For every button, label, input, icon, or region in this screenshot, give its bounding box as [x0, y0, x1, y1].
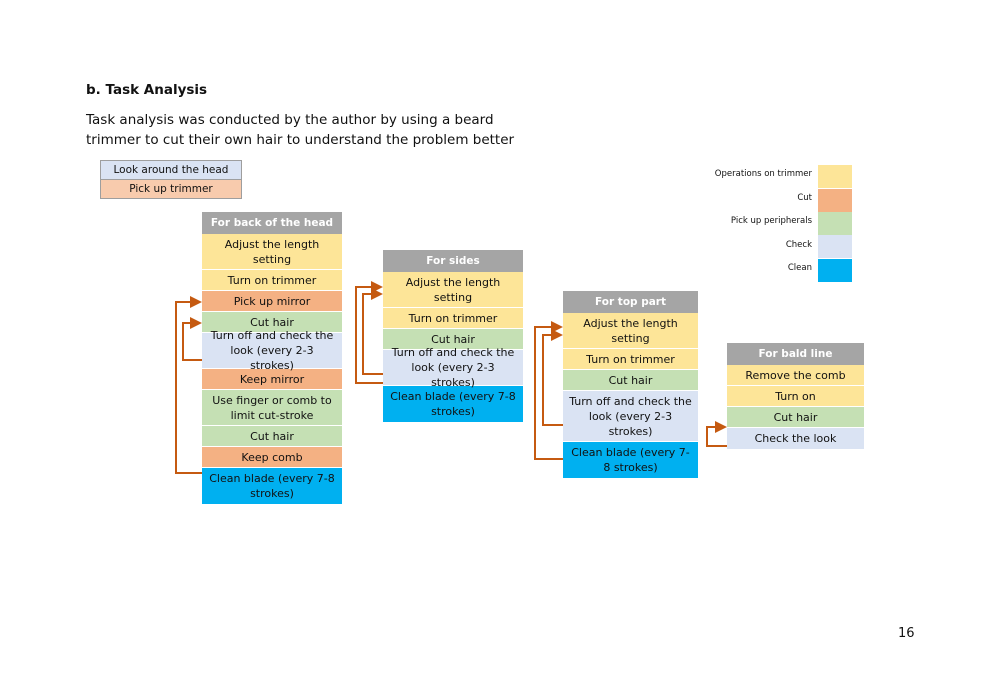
step-cell: Remove the comb: [727, 365, 864, 386]
step-cell: Adjust the length setting: [202, 234, 342, 270]
column-top-part: For top part Adjust the length setting T…: [563, 291, 698, 478]
step-cell: Check the look: [727, 428, 864, 449]
step-cell: Turn off and check the look (every 2-3 s…: [563, 391, 698, 442]
step-cell: Turn on trimmer: [202, 270, 342, 291]
pre-step-look-around: Look around the head: [101, 161, 241, 180]
section-heading: b. Task Analysis: [86, 82, 208, 98]
step-cell: Turn off and check the look (every 2-3 s…: [383, 346, 523, 389]
column-bald-line: For bald line Remove the comb Turn on Cu…: [727, 343, 864, 449]
loop-arrow: [706, 421, 727, 447]
column-title: For bald line: [727, 343, 864, 365]
step-cell: Turn on: [727, 386, 864, 407]
loop-arrow: [175, 296, 202, 474]
step-cell: Turn on trimmer: [563, 349, 698, 370]
step-cell: Clean blade (every 7-8 strokes): [202, 468, 342, 504]
step-cell: Cut hair: [383, 329, 523, 350]
legend-swatch: [818, 259, 852, 282]
step-cell: Turn on trimmer: [383, 308, 523, 329]
step-cell: Clean blade (every 7-8 strokes): [383, 386, 523, 422]
legend-label: Pick up peripherals: [730, 216, 812, 226]
step-cell: Use finger or comb to limit cut-stroke: [202, 390, 342, 426]
legend-swatch: [818, 165, 852, 188]
step-cell: Cut hair: [202, 312, 342, 333]
loop-arrow: [182, 317, 202, 361]
column-sides: For sides Adjust the length setting Turn…: [383, 250, 523, 422]
legend-label: Cut: [797, 193, 812, 203]
legend-swatch: [818, 189, 852, 212]
step-cell: Cut hair: [202, 426, 342, 447]
legend-swatch: [818, 235, 852, 258]
legend-label: Check: [785, 240, 812, 250]
column-title: For top part: [563, 291, 698, 313]
column-back-of-head: For back of the head Adjust the length s…: [202, 212, 342, 504]
page-number: 16: [898, 626, 915, 641]
legend-label: Operations on trimmer: [714, 169, 812, 179]
step-cell: Clean blade (every 7-8 strokes): [563, 442, 698, 478]
step-cell: Adjust the length setting: [383, 272, 523, 308]
step-cell: Cut hair: [727, 407, 864, 428]
loop-arrow: [362, 288, 383, 375]
loop-arrow: [534, 321, 563, 460]
loop-arrow: [542, 329, 563, 426]
step-cell: Cut hair: [563, 370, 698, 391]
legend-swatch: [818, 212, 852, 235]
legend-label: Clean: [787, 263, 812, 273]
step-cell: Keep comb: [202, 447, 342, 468]
intro-paragraph: Task analysis was conducted by the autho…: [86, 112, 515, 148]
pre-steps: Look around the head Pick up trimmer: [100, 160, 242, 199]
column-title: For back of the head: [202, 212, 342, 234]
step-cell: Turn off and check the look (every 2-3 s…: [202, 329, 342, 372]
column-title: For sides: [383, 250, 523, 272]
step-cell: Pick up mirror: [202, 291, 342, 312]
pre-step-pick-up-trimmer: Pick up trimmer: [101, 180, 241, 198]
step-cell: Keep mirror: [202, 369, 342, 390]
loop-arrow: [355, 281, 383, 384]
step-cell: Adjust the length setting: [563, 313, 698, 349]
